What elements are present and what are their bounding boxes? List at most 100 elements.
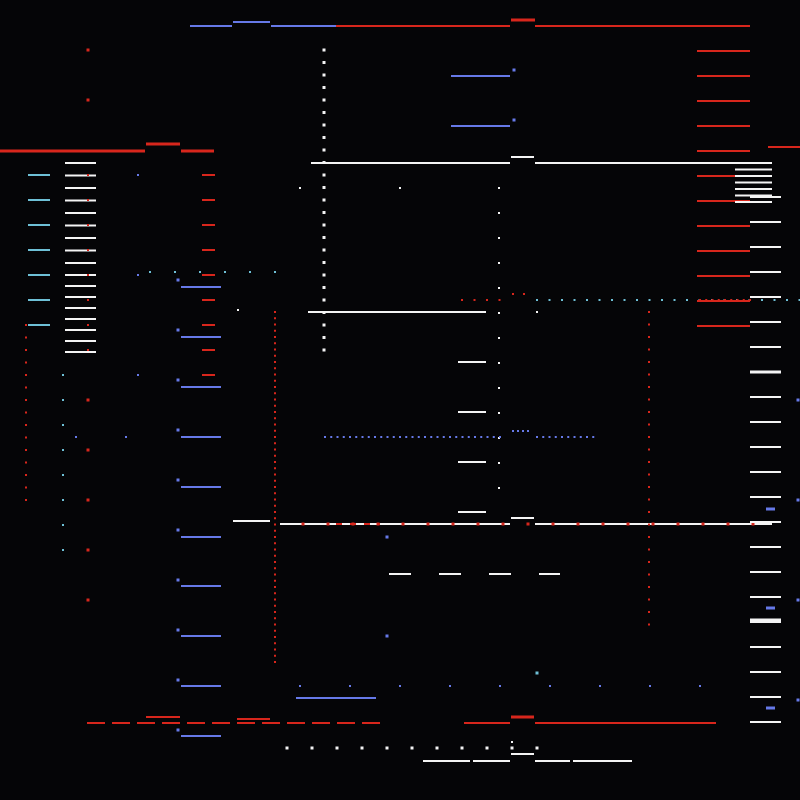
- line-segment-391: [750, 571, 781, 573]
- line-segment-365: [697, 250, 750, 252]
- line-segment-127: [181, 735, 221, 737]
- dot-446: [410, 746, 414, 750]
- dot-90: [86, 398, 90, 402]
- dot-283: [536, 299, 538, 301]
- dot-34: [701, 522, 705, 526]
- line-segment-426: [137, 722, 155, 724]
- line-segment-108: [202, 174, 215, 176]
- line-segment-38: [350, 523, 356, 525]
- line-segment-384: [750, 396, 781, 398]
- line-segment-430: [237, 722, 255, 724]
- dot-166: [322, 323, 326, 327]
- dot-25: [476, 522, 480, 526]
- dot-99: [62, 474, 64, 476]
- dot-169: [299, 187, 301, 189]
- dot-225: [274, 511, 276, 513]
- dot-404: [796, 498, 800, 502]
- dot-333: [442, 436, 445, 438]
- line-segment-407: [389, 573, 411, 575]
- dot-152: [322, 148, 326, 152]
- dot-246: [274, 642, 276, 645]
- dot-280: [512, 293, 514, 295]
- dot-31: [626, 522, 630, 526]
- line-segment-190: [451, 125, 510, 127]
- dot-141: [224, 271, 226, 273]
- dot-170: [399, 187, 401, 189]
- dot-177: [498, 312, 500, 314]
- line-segment-126: [181, 685, 221, 687]
- line-segment-15: [280, 523, 510, 525]
- dot-35: [726, 522, 730, 526]
- dot-146: [322, 73, 326, 77]
- line-segment-361: [697, 150, 750, 152]
- line-segment-44: [65, 199, 96, 202]
- dot-449: [485, 746, 489, 750]
- line-segment-429: [212, 722, 230, 724]
- dot-272: [648, 586, 650, 588]
- line-segment-60: [28, 224, 50, 226]
- dot-414: [349, 685, 351, 687]
- line-segment-427: [162, 722, 180, 724]
- dot-260: [648, 436, 650, 438]
- dot-160: [322, 248, 326, 252]
- dot-340: [486, 436, 489, 438]
- dot-78: [25, 486, 27, 489]
- dot-319: [355, 436, 358, 438]
- dot-18: [301, 522, 305, 526]
- dot-232: [274, 554, 276, 557]
- dot-304: [798, 299, 800, 301]
- dot-356: [592, 436, 595, 438]
- dot-215: [274, 448, 276, 451]
- dot-403: [796, 398, 800, 402]
- dot-256: [648, 386, 650, 388]
- dot-65: [25, 324, 27, 326]
- dot-162: [322, 273, 326, 277]
- dot-138: [149, 271, 151, 273]
- line-segment-0: [190, 25, 232, 27]
- line-segment-115: [202, 349, 215, 351]
- dot-322: [374, 436, 376, 438]
- line-segment-382: [750, 346, 781, 348]
- line-segment-440: [535, 722, 716, 724]
- line-segment-369: [735, 162, 772, 164]
- line-segment-50: [65, 274, 96, 276]
- line-segment-433: [312, 722, 330, 724]
- dot-71: [25, 399, 27, 401]
- dot-80: [86, 48, 90, 52]
- dot-132: [176, 478, 180, 482]
- dot-262: [648, 461, 650, 463]
- dot-291: [636, 299, 638, 301]
- dot-267: [648, 523, 650, 526]
- dot-421: [699, 685, 701, 687]
- line-segment-454: [473, 760, 510, 762]
- dot-450: [510, 746, 514, 750]
- dot-415: [399, 685, 401, 687]
- dot-406: [796, 698, 800, 702]
- dot-252: [648, 336, 650, 338]
- line-segment-409: [489, 573, 511, 575]
- dot-171: [237, 309, 239, 311]
- line-segment-408: [439, 573, 461, 575]
- dot-346: [527, 430, 529, 432]
- line-segment-432: [287, 722, 305, 724]
- line-segment-401: [766, 606, 775, 610]
- dot-91: [86, 448, 90, 452]
- line-segment-17: [511, 517, 534, 519]
- line-segment-396: [750, 696, 781, 698]
- dot-158: [322, 223, 326, 227]
- line-segment-40: [378, 523, 380, 525]
- line-segment-390: [750, 546, 781, 548]
- dot-28: [551, 522, 555, 526]
- line-segment-53: [65, 307, 96, 309]
- dot-96: [62, 399, 64, 401]
- dot-255: [648, 373, 650, 376]
- dot-239: [274, 598, 276, 601]
- dot-147: [322, 86, 326, 89]
- line-segment-52: [65, 296, 96, 298]
- dot-194: [274, 317, 276, 320]
- dot-151: [322, 136, 326, 139]
- line-segment-61: [28, 249, 50, 251]
- dot-153: [322, 161, 326, 164]
- dot-226: [274, 517, 276, 520]
